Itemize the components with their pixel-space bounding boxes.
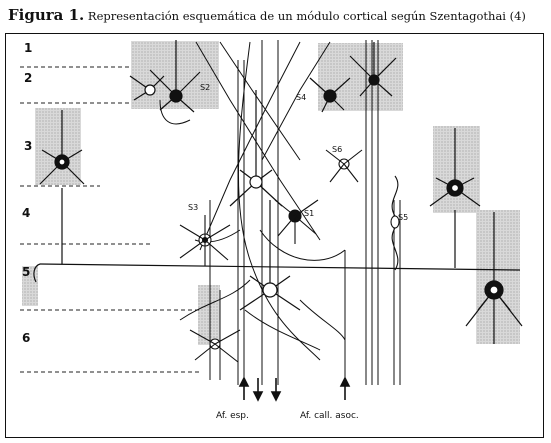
- layer-labels: 1 2 3 4 5 6: [22, 41, 32, 345]
- figure-caption: Figura 1. Representación esquemática de …: [8, 4, 548, 26]
- layer-label-1: 1: [24, 41, 32, 55]
- figure-title: Representación esquemática de un módulo …: [87, 9, 526, 23]
- layer-label-5: 5: [22, 265, 30, 279]
- afferent-callosal-label: Af. call. asoc.: [300, 411, 359, 421]
- double-bouquet-cell-s5: [390, 175, 400, 271]
- layer-boundaries: [20, 66, 200, 373]
- pyramidal-cell-layer2-left: [129, 40, 201, 113]
- pyramidal-cell-central: [229, 90, 301, 311]
- efferent-arrowhead-1: [252, 391, 264, 402]
- layer5-axon-hook: [33, 263, 41, 283]
- afferent-specific-label: Af. esp.: [216, 411, 249, 421]
- efferent-arrowhead-2: [270, 391, 282, 402]
- stellate-cell-s3: [179, 215, 231, 266]
- cell-label-s4: S4: [296, 93, 306, 102]
- pyramidal-cell-layer3-left: [39, 110, 85, 185]
- cell-label-s5: S5: [398, 213, 408, 222]
- stippled-territories: [22, 41, 520, 345]
- pyramidal-cell-layer3-right: [429, 128, 481, 207]
- territory-layer6-center: [198, 285, 220, 345]
- pyramidal-cell-layer5-right: [465, 212, 523, 344]
- stellate-cell-s6: [325, 149, 363, 183]
- layer-label-3: 3: [24, 139, 32, 153]
- layer-label-2: 2: [24, 71, 32, 85]
- pyramidal-cell-layer2-right: [309, 42, 397, 113]
- stellate-cell-s1: [274, 199, 319, 244]
- afferent-specific-arrowhead-up: [238, 376, 250, 387]
- territory-layer3-right: [433, 126, 480, 213]
- layer-label-4: 4: [22, 206, 30, 220]
- afferent-arrows: [238, 376, 351, 402]
- layer-label-6: 6: [22, 331, 30, 345]
- territory-layer3-left: [35, 108, 81, 185]
- cell-labels: S2 S3 S4 S5 S6 S1: [188, 83, 408, 222]
- layer5-horizontal-axon: [39, 263, 521, 271]
- cell-label-s3: S3: [188, 203, 198, 212]
- figure-number: Figura 1.: [8, 6, 85, 24]
- afferent-callosal-arrowhead-up: [339, 376, 351, 387]
- diagram-frame: [5, 33, 544, 438]
- territory-layer5-right: [476, 210, 520, 344]
- horizontal-axons: [33, 188, 521, 283]
- cell-label-s2: S2: [200, 83, 210, 92]
- layer6-cell: [189, 329, 241, 363]
- cell-label-s1: S1: [304, 209, 314, 218]
- cell-label-s6: S6: [332, 145, 342, 154]
